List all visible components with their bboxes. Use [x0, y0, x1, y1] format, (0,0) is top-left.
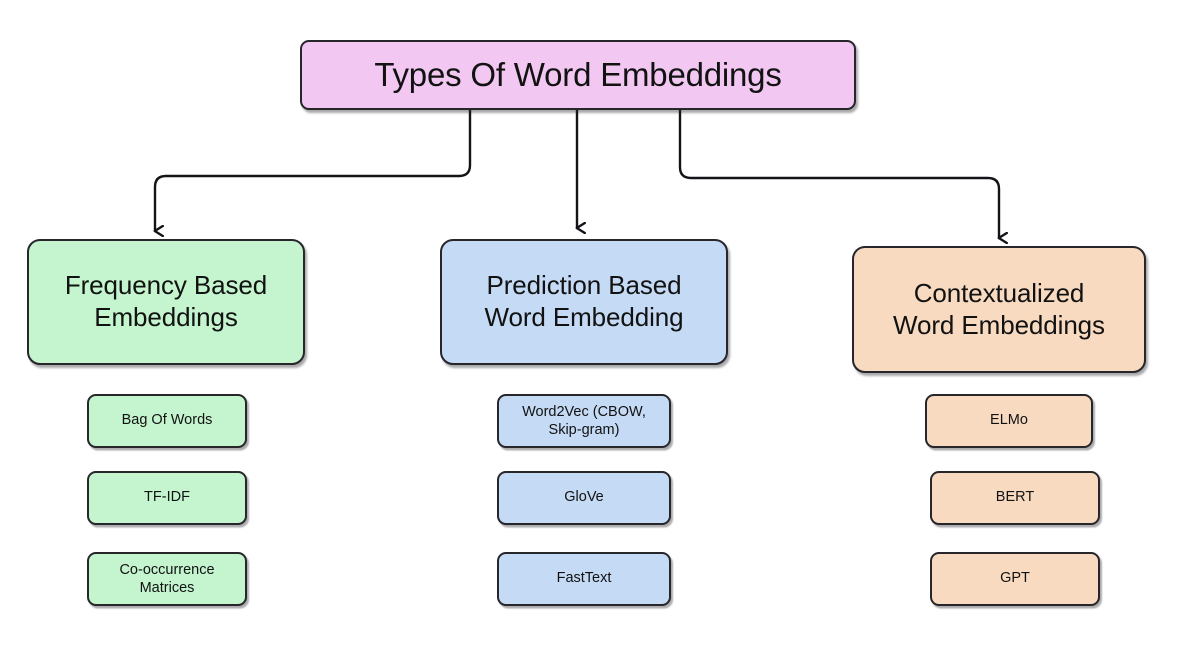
leaf-node-fasttext[interactable]: FastText — [497, 552, 671, 606]
leaf-node-elmo[interactable]: ELMo — [925, 394, 1093, 448]
connector-to-frequency — [155, 108, 472, 231]
category-node-contextualized-word-embeddings[interactable]: Contextualized Word Embeddings — [852, 246, 1146, 373]
leaf-node-bag-of-words[interactable]: Bag Of Words — [87, 394, 247, 448]
leaf-node-glove[interactable]: GloVe — [497, 471, 671, 525]
leaf-node-co-occurrence-matrices[interactable]: Co-occurrence Matrices — [87, 552, 247, 606]
leaf-node-tf-idf[interactable]: TF-IDF — [87, 471, 247, 525]
leaf-node-gpt[interactable]: GPT — [930, 552, 1100, 606]
category-node-frequency-based-embeddings[interactable]: Frequency Based Embeddings — [27, 239, 305, 365]
leaf-node-word2vec[interactable]: Word2Vec (CBOW, Skip-gram) — [497, 394, 671, 448]
root-node-types-of-word-embeddings[interactable]: Types Of Word Embeddings — [300, 40, 856, 110]
connector-to-contextual — [678, 108, 999, 238]
category-node-prediction-based-word-embedding[interactable]: Prediction Based Word Embedding — [440, 239, 728, 365]
leaf-node-bert[interactable]: BERT — [930, 471, 1100, 525]
